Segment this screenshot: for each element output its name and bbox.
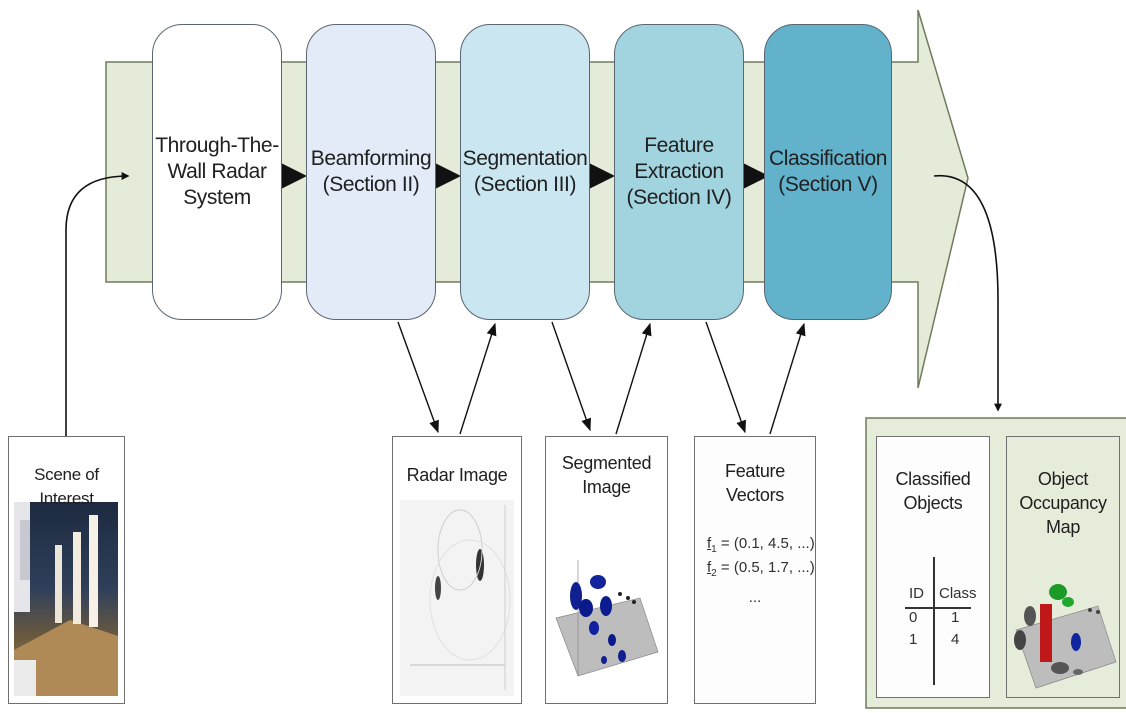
classified-table-vline <box>933 557 935 685</box>
scene-photo-image <box>14 502 118 696</box>
feature-vector-2: f2 = (0.5, 1.7, ...) <box>707 557 815 585</box>
panel-radar-image-title: Radar Image <box>406 465 508 485</box>
feature-vector-1-var: f <box>707 535 712 552</box>
panel-classified-objects: Classified Objects ID Class 0 1 1 4 <box>876 436 990 698</box>
panel-radar-image: Radar Image <box>392 436 522 704</box>
classified-row-1-id: 1 <box>909 631 918 648</box>
classified-row-0-class: 1 <box>951 609 960 626</box>
classified-col-id: ID <box>909 585 924 602</box>
stage-beamforming-label: Beamforming (Section II) <box>310 147 432 196</box>
classified-col-class: Class <box>939 585 977 602</box>
classified-table-hline <box>905 607 971 609</box>
feature-vector-2-value: = (0.5, 1.7, ...) <box>716 559 815 576</box>
scene-to-radar-arrow <box>65 172 130 436</box>
feature-vector-2-var: f <box>707 559 712 576</box>
arrow-feature-to-feature-vectors <box>705 321 746 434</box>
panel-segmented-image: Segmented Image <box>545 436 668 704</box>
stage-segmentation-label: Segmentation (Section III) <box>462 147 588 196</box>
panel-occupancy-map: Object Occupancy Map <box>1006 436 1120 698</box>
arrow-segmented-image-to-feature <box>615 322 652 435</box>
feature-vector-2-sub: 2 <box>711 568 717 579</box>
panel-feature-vectors-title: Feature Vectors <box>725 461 785 505</box>
stage-radar-system: Through-The- Wall Radar System <box>152 24 282 320</box>
stage-beamforming: Beamforming (Section II) <box>306 24 436 320</box>
arrow-beamforming-to-radar-image <box>397 321 439 434</box>
classified-row-1-class: 4 <box>951 631 960 648</box>
panel-classified-objects-title: Classified Objects <box>895 469 971 513</box>
panel-occupancy-map-title: Object Occupancy Map <box>1019 469 1107 537</box>
panel-feature-vectors: Feature Vectors f1 = (0.1, 4.5, ...) f2 … <box>694 436 816 704</box>
feature-vector-1: f1 = (0.1, 4.5, ...) <box>707 533 815 561</box>
stage-classification-label: Classification (Section V) <box>768 147 888 196</box>
classified-row-0-id: 0 <box>909 609 918 626</box>
arrow-segmentation-to-segmented-image <box>551 321 591 432</box>
segmented-3d-plot <box>555 560 659 677</box>
panel-segmented-image-title: Segmented Image <box>561 453 652 497</box>
classification-to-output-arrow <box>933 175 1002 412</box>
arrow-feature-vectors-to-classification <box>769 322 806 435</box>
radar-image <box>400 500 514 696</box>
classified-table: ID Class 0 1 1 4 <box>905 557 977 685</box>
occupancy-3d-plot <box>1014 584 1117 689</box>
arrow-radar-image-to-segmentation <box>459 322 497 435</box>
stage-feature-extraction: Feature Extraction (Section IV) <box>614 24 744 320</box>
feature-vector-1-value: = (0.1, 4.5, ...) <box>716 535 815 552</box>
feature-vector-more: ... <box>748 589 762 606</box>
stage-segmentation: Segmentation (Section III) <box>460 24 590 320</box>
stage-classification: Classification (Section V) <box>764 24 892 320</box>
panel-scene-title: Scene of Interest <box>34 465 99 508</box>
stage-radar-system-label: Through-The- Wall Radar System <box>155 134 279 209</box>
panel-scene-of-interest: Scene of Interest <box>8 436 125 704</box>
feature-vector-1-sub: 1 <box>711 544 717 555</box>
stage-feature-extraction-label: Feature Extraction (Section IV) <box>626 134 732 209</box>
